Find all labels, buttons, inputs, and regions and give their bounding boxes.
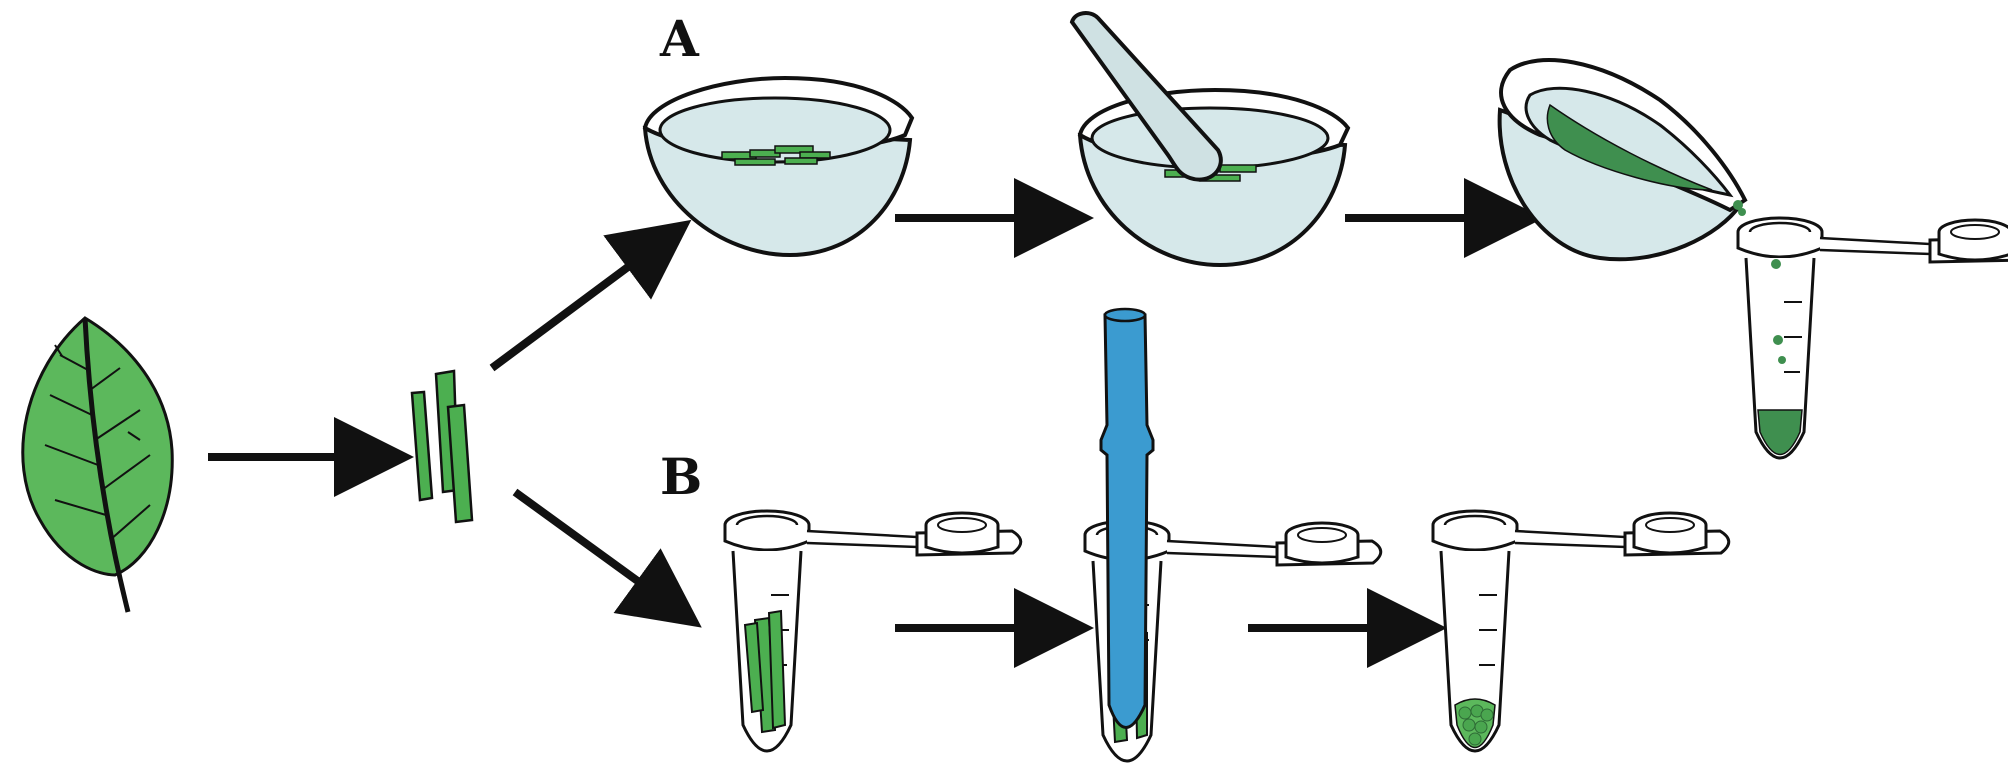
leaf-icon: [21, 316, 174, 613]
panel-label-a: A: [660, 9, 699, 68]
mortar-pouring-powder-icon: [1497, 58, 1748, 262]
leaf-strips-icon: [410, 369, 474, 524]
mortar-with-leaf-pieces-icon: [642, 75, 915, 258]
microtube-with-pestle-icon: [1083, 307, 1383, 763]
mortar-and-pestle-icon: [1069, 11, 1351, 268]
panel-label-b: B: [660, 447, 703, 506]
arrow-icon: [489, 219, 692, 372]
arrow-icon: [512, 488, 702, 628]
microtube-with-powder-icon: [1736, 216, 2008, 460]
microtube-with-leaf-strips-icon: [723, 509, 1023, 753]
microtube-with-ground-tissue-icon: [1431, 509, 1731, 753]
